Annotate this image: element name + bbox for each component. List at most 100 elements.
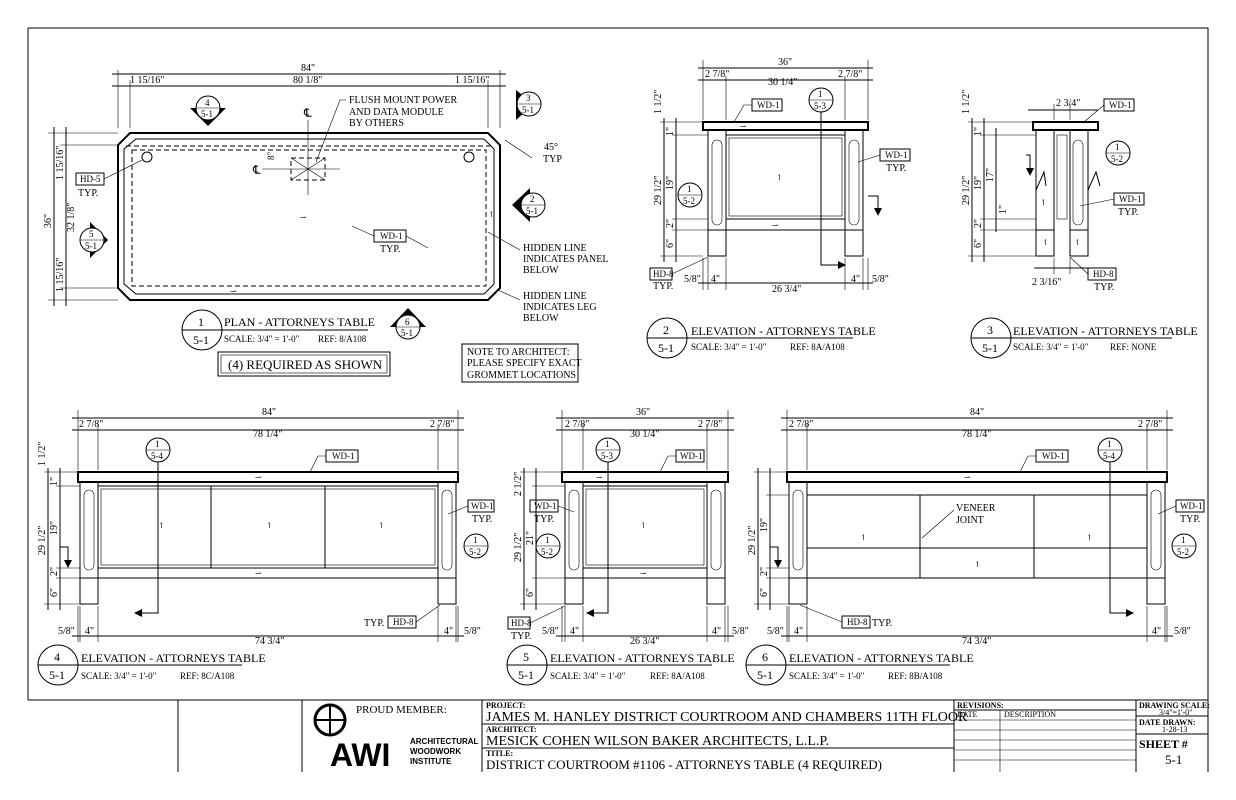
svg-text:3/4"=1'-0": 3/4"=1'-0"	[1159, 708, 1192, 717]
svg-text:3: 3	[987, 323, 993, 337]
svg-text:↿: ↿	[378, 521, 385, 530]
elev2-callout-b: 1 5-2	[677, 182, 882, 216]
svg-text:5/8": 5/8"	[872, 274, 889, 285]
svg-text:2 7/8": 2 7/8"	[705, 69, 729, 80]
svg-text:HD-8: HD-8	[1093, 269, 1114, 279]
svg-text:5/8": 5/8"	[732, 626, 749, 637]
svg-text:↿: ↿	[776, 173, 783, 182]
svg-text:TYP.: TYP.	[472, 514, 492, 525]
svg-text:↿: ↿	[488, 210, 495, 219]
svg-text:29 1/2": 29 1/2"	[653, 176, 664, 205]
svg-text:74 3/4": 74 3/4"	[962, 636, 991, 647]
svg-text:WD-1: WD-1	[1042, 451, 1065, 461]
svg-text:1: 1	[687, 184, 692, 194]
svg-text:6: 6	[405, 317, 410, 327]
callout-5: 5 5-1	[79, 222, 108, 258]
svg-text:19": 19"	[665, 176, 676, 190]
svg-text:4": 4"	[712, 626, 721, 637]
callout-3: 3 5-1	[516, 90, 542, 120]
svg-text:5: 5	[89, 229, 94, 239]
svg-text:HIDDEN LINE: HIDDEN LINE	[523, 243, 587, 254]
svg-text:REVISIONS:: REVISIONS:	[957, 701, 1004, 710]
svg-text:5-2: 5-2	[469, 547, 481, 557]
svg-text:↿: ↿	[640, 521, 647, 530]
svg-text:HD-8: HD-8	[847, 617, 868, 627]
svg-text:REF: 8A/A108: REF: 8A/A108	[650, 671, 705, 681]
elevation-2: ↿ ⇀ ⇀ 36" 2 7/8" 30 1/4" 2 7/8" 29 1/2" …	[646, 57, 911, 359]
svg-text:1": 1"	[998, 205, 1009, 214]
svg-text:5-3: 5-3	[601, 451, 613, 461]
svg-text:REF: 8/A108: REF: 8/A108	[318, 334, 367, 344]
elev3-title: 3 5-1 ELEVATION - ATTORNEYS TABLE SCALE:…	[970, 317, 1198, 359]
svg-text:5/8": 5/8"	[767, 626, 784, 637]
svg-text:74 3/4": 74 3/4"	[255, 636, 284, 647]
svg-text:↿: ↿	[1040, 198, 1047, 207]
svg-text:17": 17"	[985, 168, 996, 182]
svg-text:MESICK COHEN WILSON BAKER ARCH: MESICK COHEN WILSON BAKER ARCHITECTS, L.…	[486, 734, 829, 749]
svg-text:6: 6	[762, 650, 768, 664]
svg-text:INDICATES PANEL: INDICATES PANEL	[523, 254, 608, 265]
svg-text:4": 4"	[570, 626, 579, 637]
svg-text:TYP.: TYP.	[653, 281, 673, 292]
svg-text:29 1/2": 29 1/2"	[37, 526, 48, 555]
callout-4: 4 5-1	[190, 95, 226, 126]
svg-text:PROJECT:: PROJECT:	[486, 701, 525, 710]
svg-text:ELEVATION - ATTORNEYS TABLE: ELEVATION - ATTORNEYS TABLE	[1013, 324, 1198, 338]
note-box	[461, 343, 579, 383]
elev6-title: 6 5-1 ELEVATION - ATTORNEYS TABLE SCALE:…	[745, 644, 974, 686]
plan-dim-mid: 80 1/8"	[293, 75, 322, 86]
svg-text:⇀: ⇀	[255, 569, 262, 578]
svg-text:19": 19"	[973, 176, 984, 190]
svg-text:DISTRICT COURTROOM #1106 - ATT: DISTRICT COURTROOM #1106 - ATTORNEYS TAB…	[486, 757, 882, 772]
svg-text:1: 1	[1107, 439, 1112, 449]
svg-text:ELEVATION - ATTORNEYS TABLE: ELEVATION - ATTORNEYS TABLE	[691, 324, 876, 338]
svg-text:5-1: 5-1	[658, 341, 674, 355]
svg-text:WD-1: WD-1	[1119, 194, 1142, 204]
svg-text:JAMES M. HANLEY DISTRICT COURT: JAMES M. HANLEY DISTRICT COURTROOM AND C…	[486, 710, 968, 725]
svg-text:TYP.: TYP.	[1118, 207, 1138, 218]
awi-logo	[313, 703, 347, 737]
svg-text:2 3/16": 2 3/16"	[1032, 277, 1061, 288]
svg-text:36": 36"	[778, 57, 792, 68]
elev2-callout-a: 1 5-3	[808, 87, 846, 269]
svg-text:1: 1	[473, 535, 478, 545]
svg-text:HIDDEN LINE: HIDDEN LINE	[523, 291, 587, 302]
plan-dim-htop: 1 15/16"	[55, 146, 66, 180]
svg-text:2 7/8": 2 7/8"	[789, 419, 813, 430]
svg-text:29 1/2": 29 1/2"	[513, 533, 524, 562]
svg-text:WD-1: WD-1	[1180, 501, 1203, 511]
elev4-callout-a: 1 5-4	[134, 437, 171, 617]
svg-text:1-28-13: 1-28-13	[1162, 725, 1187, 734]
svg-text:5-3: 5-3	[814, 101, 826, 111]
svg-text:1: 1	[155, 439, 160, 449]
svg-text:4": 4"	[711, 274, 720, 285]
svg-text:TYP.: TYP.	[1180, 514, 1200, 525]
sheet-border	[28, 27, 1209, 772]
svg-text:DRAWING SCALE:: DRAWING SCALE:	[1139, 701, 1210, 710]
svg-text:30 1/4": 30 1/4"	[630, 429, 659, 440]
svg-text:⇀: ⇀	[772, 221, 779, 230]
svg-text:2 1/2": 2 1/2"	[513, 472, 524, 496]
svg-text:BELOW: BELOW	[523, 313, 559, 324]
svg-text:WD-1: WD-1	[380, 231, 403, 241]
svg-text:↿: ↿	[266, 521, 273, 530]
svg-text:SHEET #: SHEET #	[1139, 737, 1188, 751]
svg-text:1: 1	[1181, 535, 1186, 545]
svg-text:5-4: 5-4	[151, 451, 163, 461]
svg-text:1": 1"	[973, 127, 984, 136]
svg-text:5-1: 5-1	[401, 328, 413, 338]
elev6-callout-b: 1 5-2	[770, 533, 1197, 568]
svg-text:5-1: 5-1	[85, 241, 97, 251]
svg-text:1: 1	[605, 439, 610, 449]
svg-text:⇀: ⇀	[740, 122, 747, 131]
svg-text:6": 6"	[49, 588, 60, 597]
title-block: PROUD MEMBER: AWI ARCHITECTURAL WOODWORK…	[28, 699, 1210, 773]
svg-text:29 1/2": 29 1/2"	[747, 526, 758, 555]
svg-text:1 1/2": 1 1/2"	[653, 90, 664, 114]
svg-text:TYP.: TYP.	[534, 514, 554, 525]
svg-text:26 3/4": 26 3/4"	[772, 284, 801, 295]
svg-text:4: 4	[205, 98, 210, 108]
svg-text:1 1/2": 1 1/2"	[961, 90, 972, 114]
svg-text:2": 2"	[759, 567, 770, 576]
svg-text:1 1/2": 1 1/2"	[37, 442, 48, 466]
